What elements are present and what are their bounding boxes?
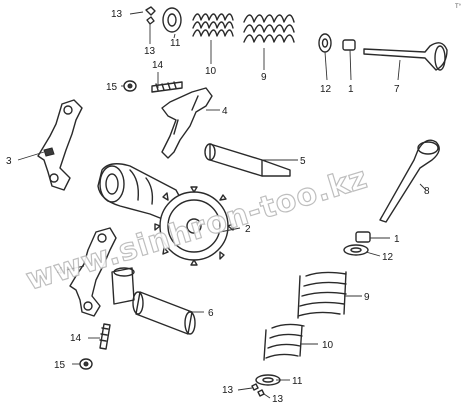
pin-top <box>151 81 183 93</box>
callout-8: 8 <box>424 186 430 197</box>
callout-10-top: 10 <box>205 66 217 77</box>
callout-5: 5 <box>300 156 306 167</box>
valve-keeper-lower <box>251 383 265 397</box>
inner-spring-lower <box>263 323 305 361</box>
outer-spring-lower <box>297 271 347 319</box>
callout-15-lower: 15 <box>54 360 66 371</box>
rocker-arm-lower <box>69 227 117 317</box>
exhaust-valve <box>379 139 440 223</box>
rocker-shaft <box>204 143 291 177</box>
rocker-shaft-lower <box>132 291 196 335</box>
spring-seat-top <box>318 33 332 53</box>
callout-1-lower: 1 <box>394 234 400 245</box>
valve-keeper-top <box>145 6 156 25</box>
valve-retainer-lower <box>255 374 281 386</box>
pin-lower <box>99 323 111 350</box>
callout-1-top: 1 <box>348 84 354 95</box>
callout-12-lower: 12 <box>382 252 394 263</box>
callout-7: 7 <box>394 84 400 95</box>
rocker-arm-left <box>37 99 83 191</box>
callout-9-top: 9 <box>261 72 267 83</box>
inner-spring-top <box>192 13 234 37</box>
valve-seal-lower <box>355 231 371 243</box>
callout-13-lower-left: 13 <box>222 385 234 396</box>
spring-seat-lower <box>343 244 369 256</box>
callout-15-top: 15 <box>106 82 118 93</box>
callout-11-lower: 11 <box>292 376 303 387</box>
callout-14-top: 14 <box>152 60 164 71</box>
rocker-arm-upper <box>161 87 213 159</box>
callout-12-top: 12 <box>320 84 332 95</box>
callout-14-lower: 14 <box>70 333 82 344</box>
callout-3: 3 <box>6 156 12 167</box>
outer-spring-top <box>243 14 295 43</box>
valve-retainer-top <box>162 7 182 33</box>
callout-2: 2 <box>245 224 251 235</box>
valve-seal-top <box>342 39 356 51</box>
nut-lower <box>79 358 93 370</box>
callout-4-lower: 4 <box>57 266 63 277</box>
leader-lines <box>17 11 427 399</box>
nut-top <box>123 80 137 92</box>
intake-valve <box>363 42 448 71</box>
callout-4-upper: 4 <box>222 106 228 117</box>
callout-10-lower: 10 <box>322 340 334 351</box>
callout-13-lower-right: 13 <box>272 394 284 405</box>
corner-mark: T° <box>455 4 462 10</box>
callout-13-top: 13 <box>111 9 123 20</box>
callout-9-lower: 9 <box>364 292 370 303</box>
callout-11-top: 11 <box>170 38 181 49</box>
cam-sprocket <box>154 186 234 266</box>
watermark-text: www.sinhron-too.kz <box>22 160 372 297</box>
rocker-support-lower <box>111 267 135 305</box>
callout-6: 6 <box>208 308 214 319</box>
callout-13-mid: 13 <box>144 46 156 57</box>
